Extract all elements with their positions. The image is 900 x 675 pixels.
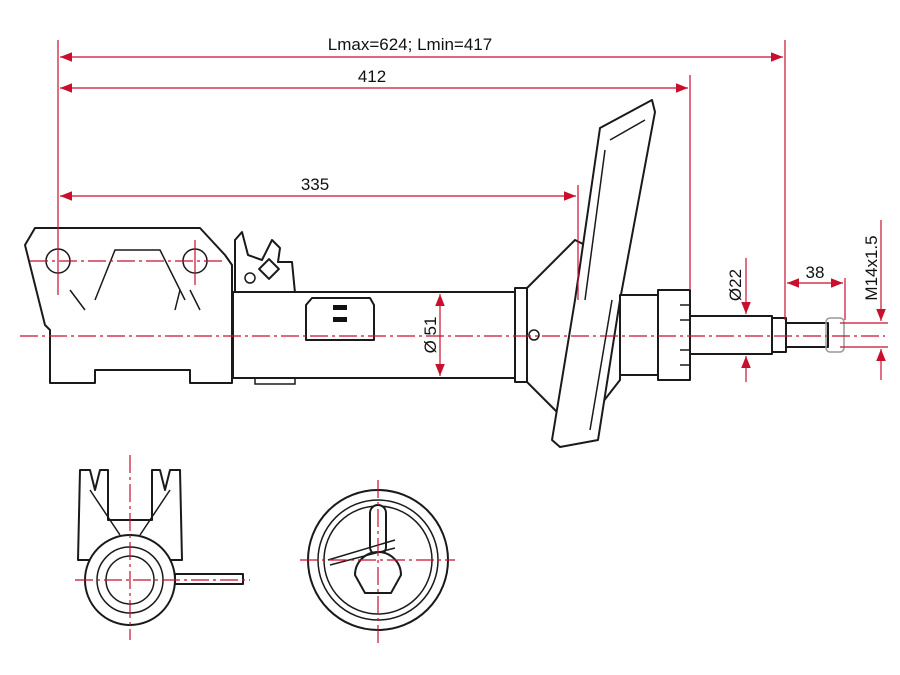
length-335-label: 335 [301, 175, 329, 194]
bracket-end-view [75, 455, 250, 640]
dimension-lines [57, 40, 888, 382]
body-diameter-label: Ø 51 [421, 317, 440, 354]
thread-length-label: 38 [806, 263, 825, 282]
mounting-bracket [24, 227, 233, 384]
spring-seat-plate [551, 99, 656, 448]
length-412-label: 412 [358, 67, 386, 86]
top-nut-block [657, 289, 691, 381]
top-mount-view [300, 480, 455, 645]
thread-spec-label: M14x1.5 [862, 235, 881, 300]
shock-body-tube [232, 291, 519, 379]
strut-side-view [24, 99, 845, 448]
rod-diameter-label: Ø22 [726, 269, 745, 301]
overall-length-label: Lmax=624; Lmin=417 [328, 35, 492, 54]
piston-rod [689, 315, 773, 355]
threaded-end [785, 322, 829, 348]
